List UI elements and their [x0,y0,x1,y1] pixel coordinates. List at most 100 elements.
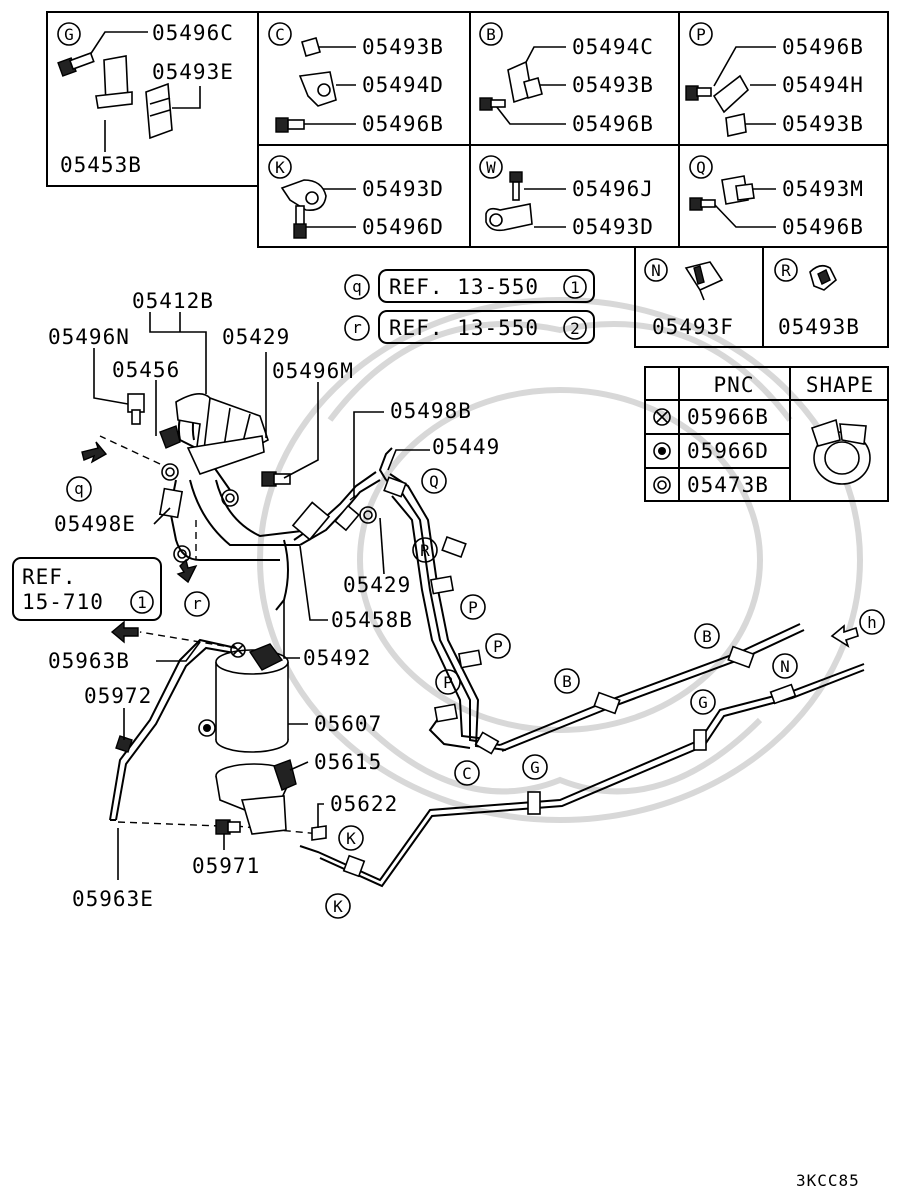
bolt-05496M-icon [261,471,291,487]
box-letter: C [275,25,285,44]
box-letter: G [64,25,74,44]
part-number: 05493B [572,73,654,97]
legend-pnc: 05473B [687,473,769,497]
box-letter: W [486,158,496,177]
bolt-icon [689,197,716,211]
marker-P: P [460,594,486,620]
figure-code: 3KCC85 [796,1171,860,1187]
svg-text:1: 1 [570,278,580,297]
clip-icon [809,264,837,291]
callout-05963E: 05963E [72,887,154,911]
marker-P: P [485,633,511,659]
bolt-icon [479,97,506,111]
svg-text:P: P [468,598,478,617]
part-number: 05453B [60,153,142,177]
clip-box-n: N 05493F [644,258,734,339]
hose-clamp-icon [810,418,871,485]
callout-05456: 05456 [112,358,180,382]
part-number: 05496B [782,35,864,59]
marker-q: q [66,476,92,502]
part-number: 05493B [782,112,864,136]
svg-text:B: B [562,672,572,691]
svg-text:2: 2 [570,319,580,338]
part-number: 05493D [362,177,444,201]
marker-B: B [694,623,720,649]
part-number: 05496B [782,215,864,239]
pipe-clips [342,476,797,878]
svg-text:q: q [352,277,362,296]
clip-box-g: G 05496C 05493E 05453B [57,21,234,177]
clip-box-k: K 05493D 05496D [268,155,444,239]
box-letter: Q [696,158,706,177]
box-letter: P [696,25,706,44]
clip-box-c: C 05493B 05494D 05496B [268,22,444,136]
clip-box-p: P 05496B 05494H 05493B [685,22,864,137]
clip-box-grid [46,11,889,348]
part-number: 05493B [778,315,860,339]
joint-05972-icon [115,735,133,753]
box-letter: R [781,261,791,280]
marker-K: K [325,893,351,919]
canister [215,642,289,753]
part-number: 05493F [652,315,734,339]
marker-C: C [454,760,480,786]
svg-text:1: 1 [137,593,147,612]
svg-text:P: P [443,673,453,692]
marker-K: K [338,825,364,851]
svg-text:REF. 13-550: REF. 13-550 [389,316,539,340]
callout-05963B: 05963B [48,649,130,673]
ref-q: q REF. 13-550 1 [344,269,595,303]
letter-markers: q r h Q R P P P B B N G G C K K [66,468,885,919]
double-circle-icon [653,476,671,494]
callout-05429-lower: 05429 [343,573,411,597]
p-clamp-icon [280,179,327,212]
callout-05607: 05607 [314,712,382,736]
bolt-icon [293,205,307,239]
callout-05429: 05429 [222,325,290,349]
ref-15-710: REF. 15-710 1 [12,557,162,621]
box-letter: K [275,158,285,177]
hose-joint [158,487,360,541]
callout-05615: 05615 [314,750,382,774]
filler-neck [175,393,269,475]
screw-icon [509,171,523,201]
svg-text:K: K [346,829,356,848]
callout-05498B: 05498B [390,399,472,423]
part-number: 05493B [362,35,444,59]
part-number: 05494H [782,73,864,97]
clip-box-q: Q 05493M 05496B [689,155,864,239]
legend-header-shape: SHAPE [806,373,874,397]
marker-Q: Q [421,468,447,494]
dashed-leaders [99,435,361,835]
leader-lines [93,312,430,880]
clip-icon [721,175,755,205]
marker-R: R [412,537,438,563]
svg-text:q: q [74,479,84,498]
legend-pnc: 05966B [687,405,769,429]
callout-05449: 05449 [432,435,500,459]
clip-icon [145,82,173,140]
svg-text:G: G [698,693,708,712]
callout-05972: 05972 [84,684,152,708]
callout-05496N: 05496N [48,325,130,349]
part-number: 05496J [572,177,654,201]
cross-circle-icon [230,642,246,658]
arrows [81,441,859,648]
callout-05971: 05971 [192,854,260,878]
p-clamp-icon [298,71,337,107]
clip-icon [507,60,543,104]
part-number: 05493E [152,60,234,84]
svg-text:P: P [493,637,503,656]
callout-05622: 05622 [330,792,398,816]
clip-icon [485,203,533,232]
svg-text:15-710: 15-710 [22,590,104,614]
band-05492 [275,539,289,611]
dot-circle-icon [653,442,671,460]
callout-labels: 05412B 05496N 05429 05456 05496M 05498B … [48,289,500,911]
callout-05492: 05492 [303,646,371,670]
clip-icon [712,74,750,137]
clip-box-b: B 05494C 05493B 05496B [479,22,654,136]
clip-05456-icon [159,425,181,449]
part-number: 05496C [152,21,234,45]
